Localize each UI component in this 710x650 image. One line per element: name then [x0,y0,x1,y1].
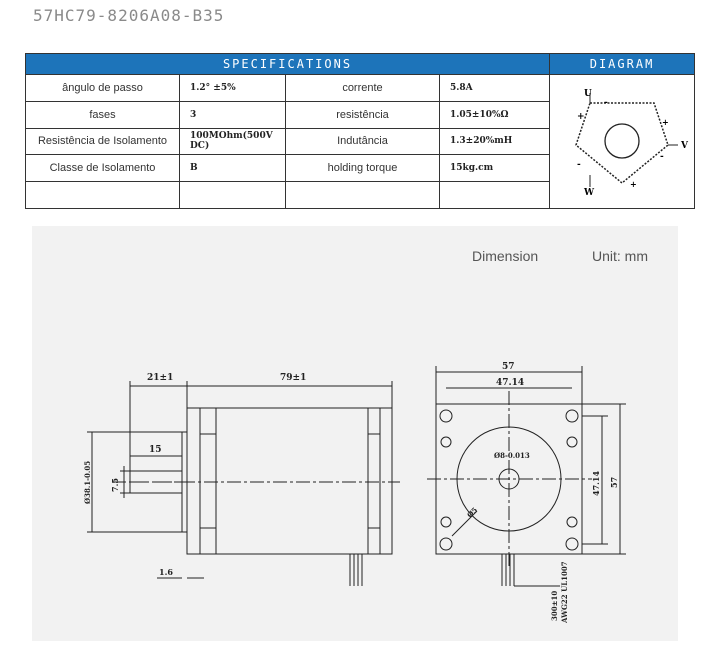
front-view [427,366,626,587]
model-number: 57HC79-8206A08-B35 [33,6,225,25]
table-row [25,181,695,209]
phase-v-label: V [680,141,689,151]
spec-label: holding torque [285,154,440,183]
specifications-table: SPECIFICATIONS DIAGRAM ângulo de passo 1… [24,53,696,209]
phase-w-label: W [583,188,595,198]
boss-diameter-label: Ø38.1-0.05 [83,461,92,504]
dimension-unit: Unit: mm [592,248,648,264]
shaft-diameter-label: 7.5 [110,478,120,492]
spec-value: 100MOhm(500V DC) [179,127,286,156]
spec-label: resistência [285,100,440,129]
svg-text:+: + [630,179,637,189]
spec-value: 5.8A [438,74,551,102]
spec-label: corrente [285,74,440,102]
specifications-header: SPECIFICATIONS [24,53,551,75]
dimension-title: Dimension [472,248,539,264]
lead-length-label: 300±10 [550,591,559,621]
spec-value: 1.2° ±5% [179,74,286,102]
phase-u-label: U [584,89,592,99]
spec-value: B [179,154,286,183]
height-label: 57 [609,477,619,488]
lead-type-label: AWG22 UL1007 [560,561,569,624]
spec-label: Indutância [285,127,440,156]
svg-text:-: - [660,152,664,162]
spec-label: Resistência de Isolamento [25,127,180,156]
mounting-hole-label: Ø5 [465,505,479,519]
spec-value: 3 [179,100,286,129]
spec-value: 1.05±10%Ω [438,100,551,129]
table-row: ângulo de passo 1.2° ±5% corrente 5.8A U… [25,74,696,209]
flat-length-label: 15 [149,445,162,455]
hole-pitch-label: 47.14 [496,378,524,388]
wiring-diagram: U V W + + + - - - [575,89,689,198]
svg-text:-: - [604,98,608,108]
table-row: Classe de Isolamento B holding torque 15… [25,154,695,183]
width-label: 57 [502,362,515,372]
spec-label: ângulo de passo [25,74,180,102]
flange-thickness-label: 1.6 [159,567,173,577]
svg-text:-: - [577,160,581,170]
table-row: Resistência de Isolamento 100MOhm(500V D… [25,127,695,156]
shaft-length-label: 21±1 [147,373,173,383]
dimension-panel: Dimension Unit: mm [32,226,678,641]
spec-value: 1.3±20%mH [438,127,551,156]
shaft-hole-label: Ø8-0.013 [494,451,530,460]
svg-text:+: + [662,117,669,127]
spec-label: Classe de Isolamento [25,154,180,183]
height-pitch-label: 47.14 [591,471,601,496]
diagram-header: DIAGRAM [549,53,696,75]
dimension-drawing: 21±1 79±1 15 7.5 Ø38.1-0.05 1.6 [83,362,626,624]
body-length-label: 79±1 [280,373,306,383]
side-view [87,381,400,586]
spec-value: 15kg.cm [438,154,551,183]
spec-label: fases [25,100,180,129]
svg-text:+: + [577,112,585,122]
wiring-diagram-cell: U V W + + + - - - [549,74,696,209]
